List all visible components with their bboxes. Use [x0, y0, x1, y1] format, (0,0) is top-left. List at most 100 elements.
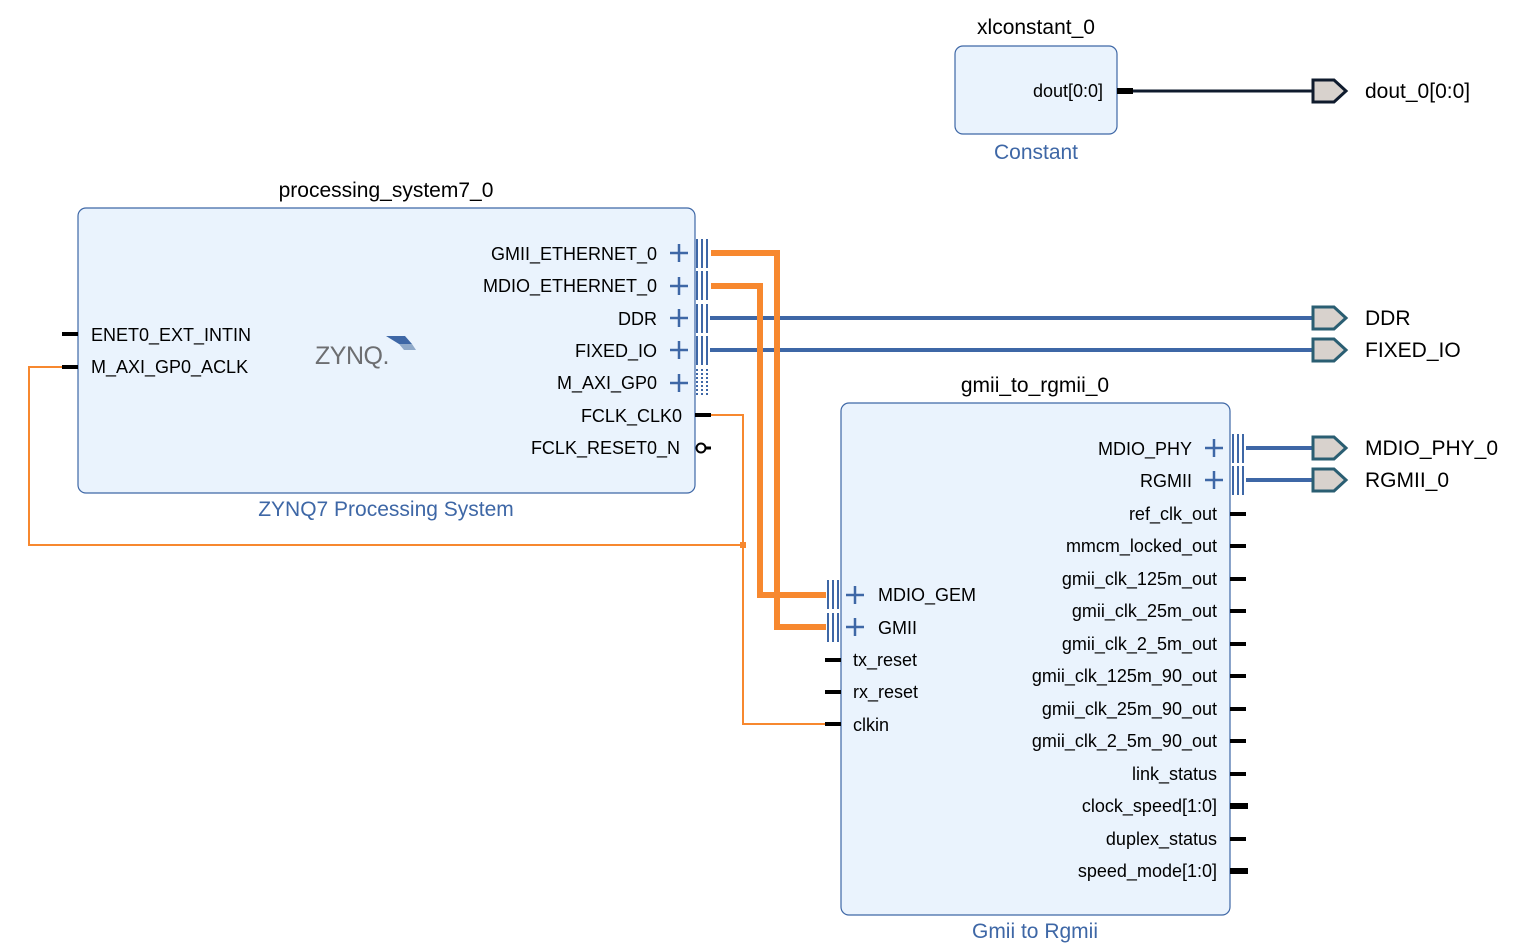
- pin-stub[interactable]: [1230, 609, 1246, 613]
- expand-plus-icon[interactable]: [670, 244, 688, 262]
- net-junction: [740, 542, 746, 548]
- expand-plus-icon[interactable]: [670, 277, 688, 295]
- net-mdio-gem[interactable]: [711, 283, 826, 598]
- block-instance-name: xlconstant_0: [977, 16, 1095, 39]
- port-label: FIXED_IO: [1365, 339, 1461, 362]
- nets: [28, 89, 1314, 725]
- pin-label: MDIO_ETHERNET_0: [483, 276, 657, 297]
- output-port-mdio-phy[interactable]: MDIO_PHY_0: [1311, 435, 1498, 461]
- pin-label: MDIO_PHY: [1098, 439, 1192, 460]
- pin-label: gmii_clk_25m_90_out: [1042, 699, 1217, 720]
- pin-stub[interactable]: [1230, 739, 1246, 743]
- pin-label: rx_reset: [853, 682, 918, 703]
- pin-label: gmii_clk_2_5m_out: [1062, 634, 1217, 655]
- port-label: dout_0[0:0]: [1365, 80, 1470, 103]
- output-port-ddr[interactable]: DDR: [1311, 305, 1411, 331]
- pin-stub[interactable]: [1117, 88, 1133, 94]
- net-fclk-aclk[interactable]: [28, 366, 743, 546]
- pin-label: ref_clk_out: [1129, 504, 1217, 525]
- pin-stub[interactable]: [1230, 837, 1246, 841]
- gmii-right-pins: MDIO_PHY RGMII ref_clk_out mmcm_locked_o…: [1032, 434, 1248, 882]
- pin-label: FCLK_RESET0_N: [531, 438, 680, 459]
- pin-stub[interactable]: [825, 722, 841, 726]
- pin-stub[interactable]: [825, 658, 841, 662]
- pin-label: dout[0:0]: [1033, 81, 1103, 101]
- pin-label: speed_mode[1:0]: [1078, 861, 1217, 882]
- expand-plus-icon[interactable]: [846, 586, 864, 604]
- bus-interface-icon[interactable]: [696, 336, 708, 365]
- bus-interface-icon[interactable]: [696, 271, 708, 300]
- pin-stub[interactable]: [695, 413, 711, 417]
- bus-pin-stub[interactable]: [1230, 803, 1248, 809]
- pin-label: gmii_clk_25m_out: [1072, 601, 1217, 622]
- port-label: DDR: [1365, 307, 1411, 330]
- pin-label: gmii_clk_2_5m_90_out: [1032, 731, 1217, 752]
- pin-stub[interactable]: [825, 690, 841, 694]
- pin-stub[interactable]: [1230, 577, 1246, 581]
- expand-plus-icon[interactable]: [846, 618, 864, 636]
- expand-plus-icon[interactable]: [1205, 439, 1223, 457]
- pin-label: duplex_status: [1106, 829, 1217, 850]
- pin-stub[interactable]: [1230, 544, 1246, 548]
- pin-stub[interactable]: [62, 332, 78, 336]
- pin-label: M_AXI_GP0_ACLK: [91, 357, 248, 378]
- output-port-rgmii[interactable]: RGMII_0: [1311, 467, 1449, 493]
- expand-plus-icon[interactable]: [670, 341, 688, 359]
- expand-plus-icon[interactable]: [670, 374, 688, 392]
- gmii-left-pins: MDIO_GEM GMII tx_reset rx_reset clkin: [825, 580, 976, 735]
- block-gmii-to-rgmii[interactable]: gmii_to_rgmii_0 Gmii to Rgmii MDIO_GEM G…: [825, 374, 1248, 943]
- pin-label: RGMII: [1140, 471, 1192, 491]
- bus-interface-icon[interactable]: [696, 239, 708, 268]
- net-gmii[interactable]: [711, 250, 826, 630]
- pin-label: tx_reset: [853, 650, 917, 671]
- expand-plus-icon[interactable]: [670, 309, 688, 327]
- output-port-dout[interactable]: dout_0[0:0]: [1311, 78, 1470, 104]
- pin-label: mmcm_locked_out: [1066, 536, 1217, 557]
- bus-interface-icon[interactable]: [1232, 466, 1244, 495]
- pin-stub[interactable]: [1230, 642, 1246, 646]
- bus-interface-icon[interactable]: [696, 304, 708, 333]
- pin-stub[interactable]: [1230, 707, 1246, 711]
- pin-stub[interactable]: [62, 365, 78, 369]
- block-instance-name: processing_system7_0: [279, 179, 494, 202]
- pin-label: link_status: [1132, 764, 1217, 785]
- pin-label: GMII_ETHERNET_0: [491, 244, 657, 265]
- pin-label: M_AXI_GP0: [557, 373, 657, 394]
- svg-text:ZYNQ.: ZYNQ.: [315, 342, 389, 370]
- block-xlconstant[interactable]: xlconstant_0 dout[0:0] Constant: [954, 16, 1133, 164]
- bus-pin-stub[interactable]: [1230, 868, 1248, 874]
- block-ip-name: Gmii to Rgmii: [972, 920, 1098, 943]
- net-fclk-clkin[interactable]: [711, 414, 826, 725]
- pin-label: gmii_clk_125m_90_out: [1032, 666, 1217, 687]
- bus-interface-icon[interactable]: [827, 580, 839, 609]
- pin-label: ENET0_EXT_INTIN: [91, 325, 251, 346]
- pin-label: clock_speed[1:0]: [1082, 796, 1217, 817]
- block-ip-name: Constant: [994, 141, 1078, 164]
- ps7-left-pins: ENET0_EXT_INTIN M_AXI_GP0_ACLK: [62, 325, 251, 378]
- output-port-fixed-io[interactable]: FIXED_IO: [1311, 337, 1461, 363]
- zynq-logo: ZYNQ.: [315, 336, 416, 370]
- port-label: RGMII_0: [1365, 469, 1449, 492]
- expand-plus-icon[interactable]: [1205, 471, 1223, 489]
- block-ip-name: ZYNQ7 Processing System: [258, 498, 514, 521]
- active-low-pin-icon[interactable]: [695, 442, 712, 454]
- pin-stub[interactable]: [1230, 772, 1246, 776]
- pin-label: FCLK_CLK0: [581, 406, 682, 427]
- pin-label: gmii_clk_125m_out: [1062, 569, 1217, 590]
- external-ports: dout_0[0:0] DDR FIXED_IO MDIO_PHY_0 RGMI…: [1311, 78, 1498, 493]
- pin-stub[interactable]: [1230, 674, 1246, 678]
- port-label: MDIO_PHY_0: [1365, 437, 1498, 460]
- bus-interface-icon[interactable]: [1232, 434, 1244, 463]
- block-processing-system[interactable]: processing_system7_0 ZYNQ7 Processing Sy…: [62, 179, 711, 521]
- bus-interface-icon[interactable]: [827, 613, 839, 642]
- bus-interface-unconnected-icon[interactable]: [696, 369, 708, 397]
- ps7-right-pins: GMII_ETHERNET_0 MDIO_ETHERNET_0 DDR FIXE…: [483, 239, 711, 459]
- pin-stub[interactable]: [1230, 512, 1246, 516]
- pin-label: clkin: [853, 715, 889, 735]
- pin-label: DDR: [618, 309, 657, 329]
- pin-label: FIXED_IO: [575, 341, 657, 362]
- block-instance-name: gmii_to_rgmii_0: [961, 374, 1109, 397]
- pin-label: MDIO_GEM: [878, 585, 976, 606]
- pin-label: GMII: [878, 618, 917, 638]
